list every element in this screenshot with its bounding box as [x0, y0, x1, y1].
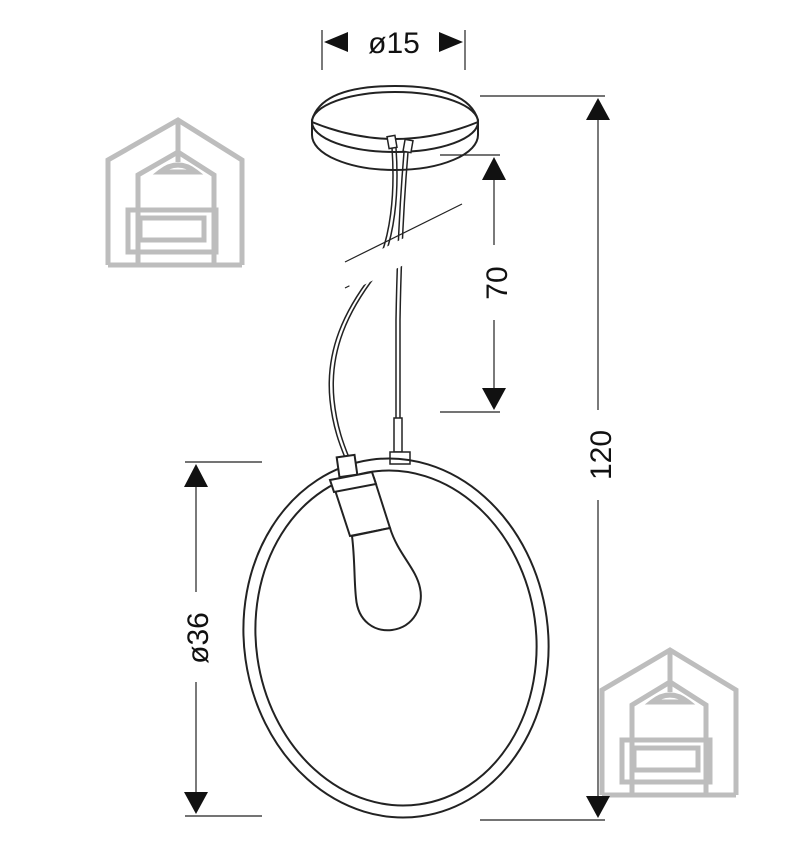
ceiling-canopy [311, 84, 479, 171]
house-sofa-watermark-icon [105, 117, 245, 268]
house-sofa-watermark-icon [599, 647, 739, 798]
total-height-label: 120 [585, 430, 618, 480]
suspension-cables [328, 147, 409, 461]
drop-length-label: 70 [481, 266, 514, 299]
break-gap [341, 213, 465, 291]
light-bulb [350, 526, 422, 632]
wire-terminal [389, 417, 411, 465]
dimension-ring-diameter: ø36 [182, 461, 262, 817]
lamp-ring [242, 457, 550, 819]
dimension-drop-length: 70 [440, 154, 514, 413]
cable-clamps [386, 134, 414, 154]
ring-diameter-label: ø36 [182, 612, 215, 664]
dimension-total-height: 120 [480, 95, 618, 821]
canopy-diameter-label: ø15 [368, 27, 420, 60]
dimension-canopy-diameter: ø15 [321, 27, 466, 70]
bulb-socket [328, 453, 392, 538]
